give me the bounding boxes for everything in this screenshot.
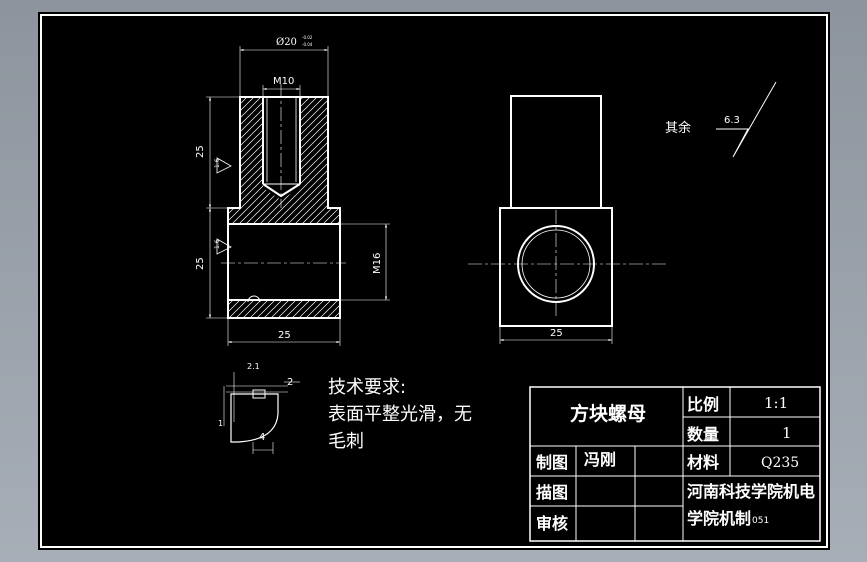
part-name: 方块螺母	[570, 402, 646, 425]
school-line1: 河南科技学院机电	[687, 482, 815, 501]
front-section-view: Ø20 -0.02 -0.04 M10 25 25 1.6 1.6 25 M16	[195, 35, 390, 346]
detail-dim-left: 1	[218, 419, 223, 428]
scale-label: 比例	[687, 395, 719, 414]
dim-side-width: 25	[550, 328, 563, 339]
dim-thread-top: M10	[273, 76, 294, 87]
dim-width-bottom: 25	[278, 330, 291, 341]
cad-drawing: Ø20 -0.02 -0.04 M10 25 25 1.6 1.6 25 M16	[40, 14, 828, 548]
class-code: 051	[752, 516, 769, 526]
scale-value: 1:1	[764, 394, 788, 412]
drawn-by: 冯刚	[584, 450, 616, 469]
dim-top-diameter: Ø20	[276, 37, 297, 48]
dim-top-tol-upper: -0.02	[302, 35, 313, 40]
tech-req-line1: 表面平整光滑，无	[328, 404, 472, 425]
dim-height-upper: 25	[195, 145, 206, 158]
checked-label: 审核	[536, 514, 568, 533]
drawing-sheet: Ø20 -0.02 -0.04 M10 25 25 1.6 1.6 25 M16	[38, 12, 830, 550]
dim-thread-side: M16	[372, 253, 383, 274]
surface-roughness-note: 其余 6.3	[665, 81, 777, 158]
title-block: 方块螺母 比例 1:1 数量 1 制图 冯刚 材料 Q235 描图 审核 河南科…	[529, 386, 821, 542]
school-line2: 学院机制	[687, 509, 751, 528]
qty-value: 1	[782, 424, 792, 442]
detail-dim-right: 2	[287, 377, 293, 388]
dim-top-tol-lower: -0.04	[302, 42, 313, 47]
material-label: 材料	[687, 453, 719, 472]
roughness-upper: 1.6	[214, 158, 221, 168]
tech-req-title: 技术要求:	[328, 377, 406, 398]
detail-dim-bottom: 4	[259, 432, 265, 443]
technical-requirements: 技术要求: 表面平整光滑，无 毛刺	[328, 377, 472, 452]
dim-height-lower: 25	[195, 257, 206, 270]
drawn-label: 制图	[536, 453, 568, 472]
traced-label: 描图	[536, 483, 568, 502]
surface-note-value: 6.3	[724, 115, 740, 126]
roughness-lower: 1.6	[214, 239, 221, 249]
qty-label: 数量	[687, 425, 719, 444]
material-value: Q235	[761, 455, 799, 471]
tech-req-line2: 毛刺	[328, 431, 364, 452]
surface-note-label: 其余	[665, 120, 691, 136]
side-view: 25	[468, 95, 666, 344]
detail-view: 2.1 2 4 1	[218, 362, 300, 454]
drawing-border	[40, 14, 828, 548]
detail-dim-top: 2.1	[247, 362, 260, 371]
